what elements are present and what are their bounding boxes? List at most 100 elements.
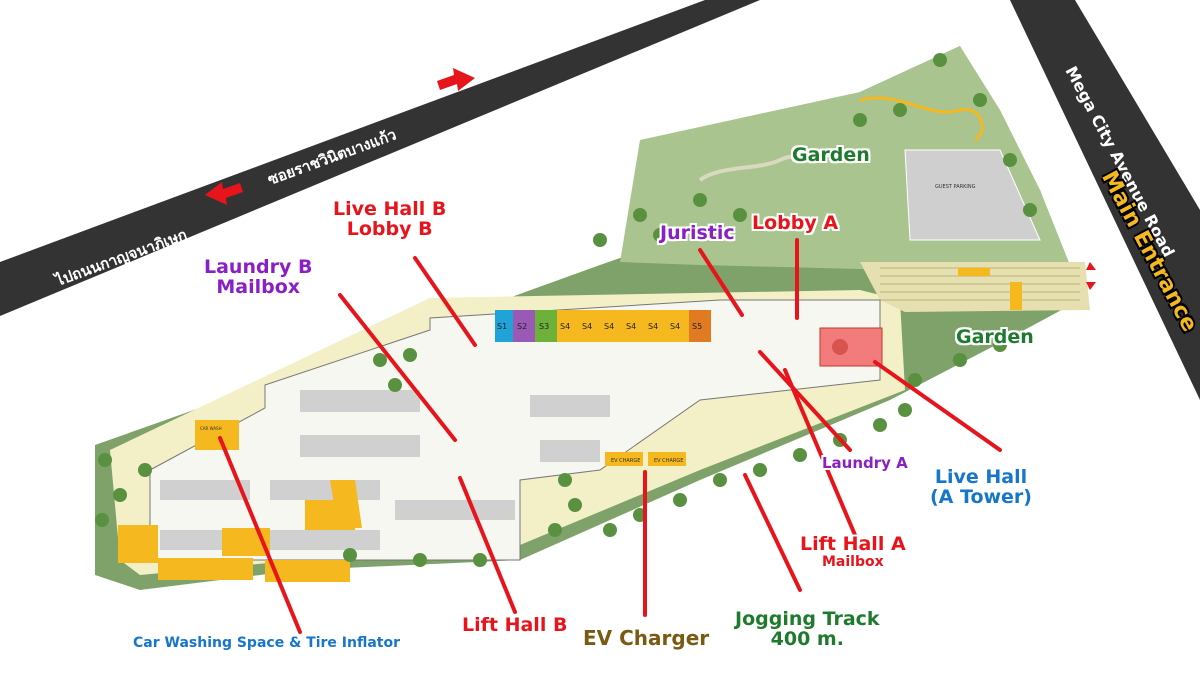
tree-icon — [95, 513, 109, 527]
shop-label: S4 — [648, 322, 658, 331]
tree-icon — [908, 373, 922, 387]
jogging-length-text: 400 m. — [770, 627, 844, 650]
entrance-arrow-icon — [1086, 282, 1096, 290]
car-washing-text: Car Washing Space & Tire Inflator — [133, 635, 400, 651]
laundry-b-text: Laundry B — [204, 256, 313, 278]
entrance-arrow-icon — [1086, 262, 1096, 270]
shop-label: S4 — [560, 322, 570, 331]
tree-icon — [413, 553, 427, 567]
ev-charger-text: EV Charger — [583, 626, 710, 650]
tree-icon — [673, 493, 687, 507]
ev-charger-label: EV Charger — [583, 628, 709, 649]
tree-icon — [973, 93, 987, 107]
tree-icon — [548, 523, 562, 537]
shop-labels: S1 S2 S3 S4 S4 S4 S4 S4 S4 S5 — [497, 322, 702, 331]
gate-yellow — [1010, 282, 1022, 310]
guest-parking-lot — [904, 149, 1041, 241]
tree-icon — [953, 353, 967, 367]
yellow-parking — [118, 420, 362, 582]
live-hall-b-text: Live Hall B — [333, 198, 447, 220]
shop-row — [495, 310, 711, 342]
tree-icon — [873, 418, 887, 432]
drop-off-yellow — [958, 268, 990, 276]
tree-icon — [98, 453, 112, 467]
lift-hall-b-text: Lift Hall B — [462, 614, 568, 636]
lift-hall-b-label: Lift Hall B — [462, 614, 568, 636]
juristic-label: Juristic — [660, 222, 735, 244]
tree-icon — [933, 53, 947, 67]
callout-lines — [218, 238, 1002, 634]
tree-icon — [403, 348, 417, 362]
garden-top-text: Garden — [792, 144, 870, 166]
garden-path — [698, 148, 871, 182]
lift-hall-a-text: Lift Hall A — [800, 533, 906, 555]
tree-icon — [113, 488, 127, 502]
lobby-a-text: Lobby A — [752, 212, 839, 234]
shop-label: S3 — [539, 322, 549, 331]
shop-label: S2 — [517, 322, 527, 331]
arrow-right-icon — [437, 68, 475, 91]
tree-icon — [893, 103, 907, 117]
shop-label: S5 — [692, 322, 702, 331]
arrow-left-icon — [205, 182, 243, 205]
live-hall-a-tower-text: (A Tower) — [930, 485, 1032, 508]
tree-icon — [993, 338, 1007, 352]
tree-icon — [593, 233, 607, 247]
garden-right-label: Garden — [956, 326, 1034, 348]
laundry-b-label: Laundry B Mailbox — [204, 256, 313, 298]
ev-bay-2-text: EV CHARGE — [654, 458, 683, 464]
tree-icon — [568, 498, 582, 512]
tree-icon — [473, 553, 487, 567]
live-hall-b-label: Live Hall B Lobby B — [333, 198, 447, 240]
tree-icon — [793, 448, 807, 462]
tree-icon — [603, 523, 617, 537]
car-washing-label: Car Washing Space & Tire Inflator — [133, 636, 400, 651]
live-hall-a-feature — [832, 339, 848, 355]
mailbox-b-text: Mailbox — [216, 275, 301, 298]
laundry-a-label: Laundry A — [822, 454, 908, 472]
live-hall-a-text: Live Hall — [934, 466, 1028, 488]
tree-icon — [713, 473, 727, 487]
tree-icon — [753, 463, 767, 477]
shop-label: S4 — [670, 322, 680, 331]
lobby-a-label: Lobby A — [752, 212, 839, 234]
tree-icon — [373, 353, 387, 367]
lift-hall-a-label: Lift Hall A Mailbox — [800, 533, 906, 570]
shop-label: S4 — [604, 322, 614, 331]
shop-label: S4 — [582, 322, 592, 331]
juristic-text: Juristic — [660, 222, 735, 244]
garden-top-label: Garden — [792, 144, 870, 166]
jogging-track-label: Jogging Track 400 m. — [735, 608, 880, 650]
car-wash-text: CAR WASH — [200, 426, 222, 431]
mega-city-road — [1010, 0, 1200, 400]
parking-grid — [160, 390, 610, 550]
garden-right-text: Garden — [956, 326, 1034, 348]
live-hall-a-area — [819, 327, 883, 367]
tree-icon — [343, 548, 357, 562]
garden-path — [859, 96, 984, 142]
tree-icon — [693, 193, 707, 207]
tree-icon — [653, 228, 667, 242]
tree-icon — [633, 208, 647, 222]
tree-icon — [1023, 203, 1037, 217]
shop-label: S1 — [497, 322, 507, 331]
laundry-a-text: Laundry A — [822, 454, 908, 472]
shop-label: S4 — [626, 322, 636, 331]
ev-bay-1-text: EV CHARGE — [611, 458, 640, 464]
tree-icon — [898, 403, 912, 417]
guest-parking-text: GUEST PARKING — [935, 184, 976, 190]
lobby-b-text: Lobby B — [346, 217, 433, 240]
tree-icon — [733, 208, 747, 222]
ev-bay-2 — [648, 452, 686, 466]
tree-icon — [138, 463, 152, 477]
tree-icon — [1003, 153, 1017, 167]
live-hall-a-label: Live Hall (A Tower) — [930, 466, 1032, 508]
soi-road — [0, 0, 760, 316]
tree-icon — [558, 473, 572, 487]
mailbox-a-text: Mailbox — [822, 553, 884, 570]
tree-icon — [853, 113, 867, 127]
tree-icon — [388, 378, 402, 392]
ev-bay-1 — [605, 452, 643, 466]
jogging-track-text: Jogging Track — [735, 608, 880, 630]
